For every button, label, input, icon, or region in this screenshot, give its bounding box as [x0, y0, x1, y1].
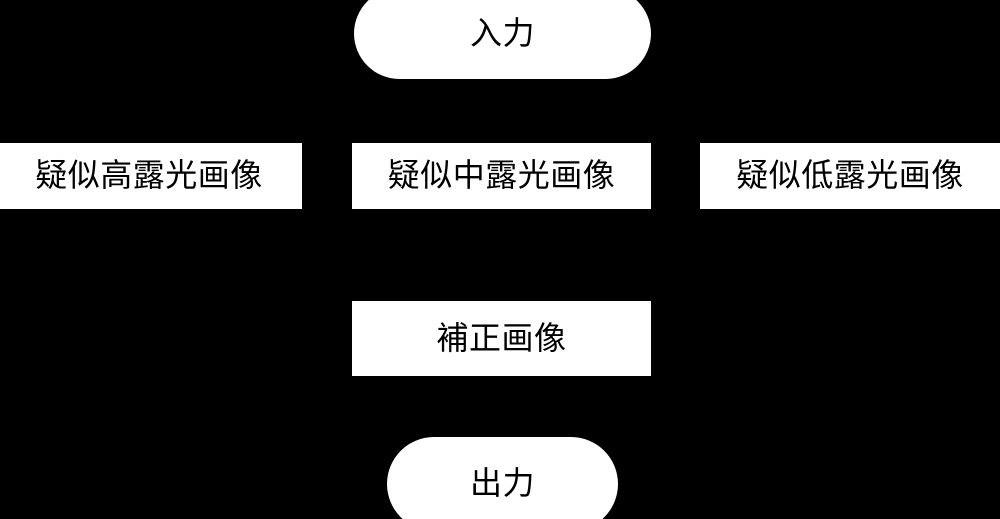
node-pseudo-high-exposure-label: 疑似高露光画像 [35, 156, 263, 195]
edge-high-to-corrected [151, 209, 153, 301]
node-pseudo-mid-exposure[interactable]: 疑似中露光画像 [352, 143, 651, 209]
edge-low-to-corrected [849, 209, 851, 301]
node-input[interactable]: 入力 [354, 0, 651, 79]
node-corrected-image[interactable]: 補正画像 [352, 301, 651, 376]
edge-input-bus [151, 110, 851, 112]
node-pseudo-low-exposure-label: 疑似低露光画像 [736, 156, 964, 195]
node-pseudo-mid-exposure-label: 疑似中露光画像 [387, 156, 616, 195]
edge-mid-to-corrected [501, 209, 503, 301]
node-pseudo-high-exposure[interactable]: 疑似高露光画像 [0, 143, 302, 209]
edge-corrected-to-output [501, 376, 503, 437]
node-output[interactable]: 出力 [387, 437, 618, 519]
node-pseudo-low-exposure[interactable]: 疑似低露光画像 [700, 143, 1000, 209]
node-input-label: 入力 [469, 13, 535, 52]
node-output-label: 出力 [469, 464, 535, 503]
node-corrected-image-label: 補正画像 [436, 318, 567, 357]
edge-corrected-bus [151, 268, 851, 270]
